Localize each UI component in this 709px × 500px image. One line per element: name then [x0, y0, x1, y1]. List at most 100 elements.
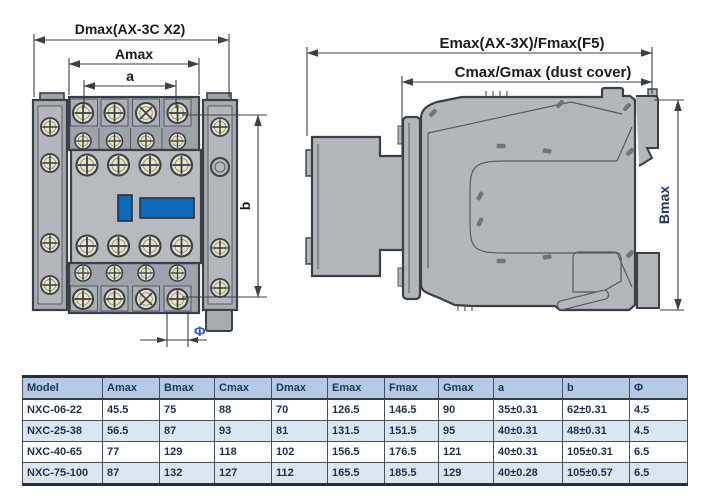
release-lever	[556, 289, 610, 311]
value-cell: 118	[214, 441, 272, 463]
value-cell: 90	[438, 398, 494, 421]
front-top-terminal-strip	[67, 95, 201, 152]
value-cell: 70	[271, 398, 328, 421]
value-cell: 156.5	[327, 441, 385, 463]
value-cell: 88	[214, 398, 272, 421]
value-cell: 77	[102, 441, 160, 463]
screw-icon	[72, 288, 94, 310]
column-header-cmax: Cmax	[214, 376, 272, 400]
screw-icon	[168, 264, 187, 282]
screw-icon	[166, 102, 189, 124]
value-cell: 95	[438, 420, 494, 442]
screw-icon	[210, 278, 230, 298]
screw-icon	[74, 132, 92, 150]
value-cell: 87	[102, 462, 160, 485]
value-cell: 87	[159, 420, 215, 442]
screw-icon	[106, 234, 131, 258]
value-cell: 40±0.31	[493, 441, 563, 463]
blue-indicator-small	[117, 194, 133, 222]
side-view-drawing: Emax(AX-3X)/Fmax(F5) Cmax/Gmax (dust cov…	[305, 35, 684, 312]
value-cell: 146.5	[384, 398, 439, 421]
front-right-rail	[201, 92, 239, 332]
value-cell: 35±0.31	[493, 398, 563, 421]
value-cell: 185.5	[384, 462, 439, 485]
a-dimension-label: a	[126, 68, 134, 84]
column-header-φ: Φ	[629, 376, 688, 400]
value-cell: 102	[271, 441, 328, 463]
value-cell: 105±0.57	[562, 462, 630, 485]
value-cell: 75	[159, 398, 215, 421]
screw-icon	[137, 132, 155, 150]
dimension-drawings: Dmax(AX-3C X2) Amax a b	[31, 21, 684, 347]
amax-dimension-label: Amax	[115, 46, 153, 62]
screw-icon	[105, 264, 124, 282]
dmax-dimension-label: Dmax(AX-3C X2)	[75, 21, 185, 37]
screw-icon	[138, 234, 162, 258]
screw-icon	[103, 288, 126, 310]
screw-icon	[40, 117, 60, 137]
value-cell: 40±0.31	[493, 420, 563, 442]
value-cell: 151.5	[384, 420, 439, 442]
amax-dimension	[68, 58, 200, 95]
b-dimension-label: b	[237, 202, 253, 211]
column-header-amax: Amax	[102, 376, 160, 400]
screw-icon	[106, 153, 131, 177]
column-header-model: Model	[22, 376, 103, 400]
value-cell: 129	[159, 441, 215, 463]
side-rear-block	[305, 135, 405, 278]
value-cell: 126.5	[327, 398, 385, 421]
screw-icon	[74, 264, 92, 282]
column-header-b: b	[562, 376, 630, 400]
value-cell: 127	[214, 462, 272, 485]
screw-icon	[40, 233, 60, 253]
front-view-drawing: Dmax(AX-3C X2) Amax a b	[31, 21, 267, 347]
screw-icon	[210, 238, 230, 258]
screw-icon	[40, 275, 60, 295]
value-cell: 176.5	[384, 441, 439, 463]
screw-icon	[40, 153, 60, 173]
screw-icon	[137, 264, 155, 282]
side-main-body	[419, 86, 660, 312]
a-dimension	[83, 80, 177, 108]
column-header-gmax: Gmax	[438, 376, 494, 400]
value-cell: 132	[159, 462, 215, 485]
value-cell: 6.5	[629, 441, 688, 463]
value-cell: 4.5	[629, 420, 688, 442]
value-cell: 4.5	[629, 398, 688, 421]
value-cell: 93	[214, 420, 272, 442]
value-cell: 56.5	[102, 420, 160, 442]
column-header-emax: Emax	[327, 376, 385, 400]
value-cell: 81	[271, 420, 328, 442]
screw-icon	[169, 153, 194, 177]
value-cell: 131.5	[327, 420, 385, 442]
model-cell: NXC-40-65	[22, 441, 103, 463]
value-cell: 62±0.31	[562, 398, 630, 421]
bmax-dimension-label: Bmax	[656, 186, 672, 224]
screw-icon	[105, 132, 124, 150]
side-front-strip	[397, 115, 422, 301]
model-cell: NXC-06-22	[22, 398, 103, 421]
front-main-body	[69, 148, 203, 265]
front-left-rail	[31, 92, 69, 312]
screw-icon	[166, 288, 189, 310]
mounting-hole	[210, 157, 230, 177]
emax-dimension-label: Emax(AX-3X)/Fmax(F5)	[439, 35, 604, 52]
value-cell: 165.5	[327, 462, 385, 485]
value-cell: 129	[438, 462, 494, 485]
value-cell: 121	[438, 441, 494, 463]
model-cell: NXC-75-100	[22, 462, 103, 485]
dmax-dimension	[33, 34, 230, 97]
cmax-dimension-label: Cmax/Gmax (dust cover)	[455, 64, 632, 81]
blue-label-plate	[139, 197, 195, 219]
screw-icon	[75, 234, 99, 258]
value-cell: 112	[271, 462, 328, 485]
screw-icon	[168, 132, 187, 150]
